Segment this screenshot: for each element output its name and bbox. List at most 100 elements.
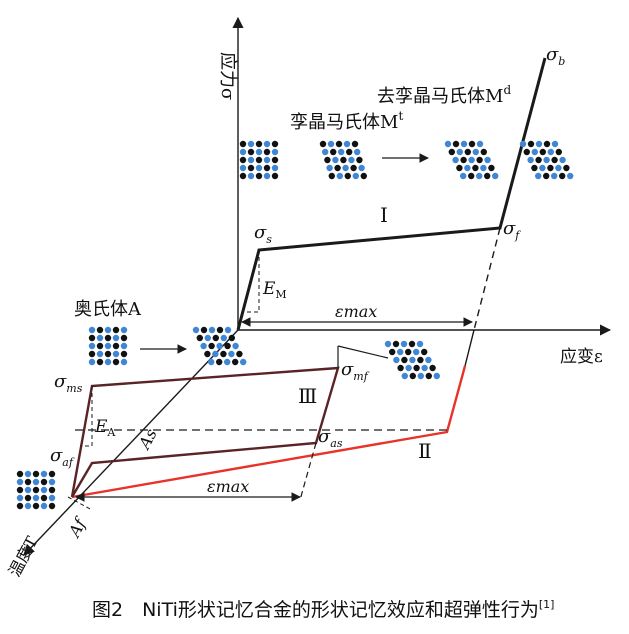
atom-black xyxy=(555,148,562,156)
atom-blue xyxy=(16,478,24,486)
mf-lattice-link xyxy=(337,345,389,359)
atom-blue xyxy=(551,140,559,148)
atom-blue xyxy=(239,148,247,156)
atom-blue xyxy=(354,148,361,156)
atom-black xyxy=(319,140,327,148)
atom-blue xyxy=(484,156,491,164)
lattice-austenite-sheared-origin xyxy=(192,326,247,366)
atom-black xyxy=(543,140,551,148)
atom-blue xyxy=(120,342,128,350)
twinned-martensite-label: 孪晶马氏体Mt xyxy=(290,109,403,133)
atom-black xyxy=(220,350,227,358)
atom-blue xyxy=(460,172,467,180)
atom-black xyxy=(239,156,247,164)
atom-blue xyxy=(112,350,120,358)
atom-black xyxy=(460,156,467,164)
atom-blue xyxy=(88,342,96,350)
atom-black xyxy=(232,358,239,366)
atom-blue xyxy=(208,326,216,334)
atom-blue xyxy=(384,340,392,348)
atom-blue xyxy=(24,486,32,494)
atom-blue xyxy=(472,148,479,156)
atom-black xyxy=(236,350,243,358)
atom-blue xyxy=(519,140,527,148)
atom-black xyxy=(216,358,223,366)
atom-blue xyxy=(336,172,343,180)
atom-blue xyxy=(120,358,128,366)
atom-blue xyxy=(255,148,263,156)
atom-blue xyxy=(271,148,279,156)
atom-black xyxy=(263,164,271,172)
atom-blue xyxy=(531,148,538,156)
atom-blue xyxy=(247,140,255,148)
atom-blue xyxy=(40,502,48,510)
atom-black xyxy=(448,148,455,156)
atom-blue xyxy=(352,172,359,180)
atom-black xyxy=(271,140,279,148)
atom-blue xyxy=(492,172,499,180)
lattice-twinned-left xyxy=(239,140,279,180)
atom-black xyxy=(228,334,235,342)
atom-blue xyxy=(232,342,239,350)
atom-black xyxy=(330,148,337,156)
atom-black xyxy=(324,156,331,164)
atom-black xyxy=(356,156,363,164)
temperature-axis xyxy=(23,329,239,556)
atom-black xyxy=(539,148,546,156)
atom-blue xyxy=(326,164,333,172)
atom-black xyxy=(112,342,120,350)
atom-blue xyxy=(322,148,329,156)
atom-black xyxy=(351,140,359,148)
atom-black xyxy=(360,172,367,180)
atom-black xyxy=(344,172,351,180)
atom-black xyxy=(547,164,554,172)
atom-black xyxy=(88,334,96,342)
atom-black xyxy=(425,372,432,380)
atom-black xyxy=(531,164,538,172)
atom-blue xyxy=(539,164,546,172)
atom-blue xyxy=(476,172,483,180)
atom-blue xyxy=(224,326,232,334)
atom-black xyxy=(40,494,48,502)
atom-black xyxy=(429,364,436,372)
atom-black xyxy=(16,486,24,494)
detwinned-martensite-label: 去孪晶马氏体Md xyxy=(377,83,511,107)
atom-black xyxy=(16,502,24,510)
atom-black xyxy=(112,358,120,366)
atom-black xyxy=(328,172,335,180)
atom-blue xyxy=(32,478,40,486)
atom-blue xyxy=(547,148,554,156)
atom-black xyxy=(484,172,491,180)
atom-blue xyxy=(332,156,339,164)
atom-blue xyxy=(400,340,408,348)
temperature-axis-label: 温度T xyxy=(5,533,42,580)
atom-blue xyxy=(104,342,112,350)
E-A-construction xyxy=(80,386,93,447)
atom-blue xyxy=(204,334,211,342)
strain-extension xyxy=(464,329,475,367)
atom-blue xyxy=(409,356,416,364)
atom-black xyxy=(32,486,40,494)
atom-black xyxy=(488,164,495,172)
atom-black xyxy=(271,172,279,180)
atom-black xyxy=(563,164,570,172)
as-drop-dashed xyxy=(299,442,317,501)
atom-blue xyxy=(433,372,440,380)
atom-blue xyxy=(96,350,104,358)
atom-black xyxy=(96,326,104,334)
atom-black xyxy=(543,172,550,180)
atom-blue xyxy=(452,156,459,164)
atom-blue xyxy=(112,334,120,342)
atom-blue xyxy=(263,172,271,180)
atom-black xyxy=(96,358,104,366)
atom-blue xyxy=(417,372,424,380)
atom-black xyxy=(255,156,263,164)
atom-black xyxy=(120,334,128,342)
atom-blue xyxy=(247,156,255,164)
atom-blue xyxy=(120,326,128,334)
atom-black xyxy=(417,356,424,364)
atom-black xyxy=(239,172,247,180)
atom-blue xyxy=(444,140,452,148)
atom-blue xyxy=(88,358,96,366)
